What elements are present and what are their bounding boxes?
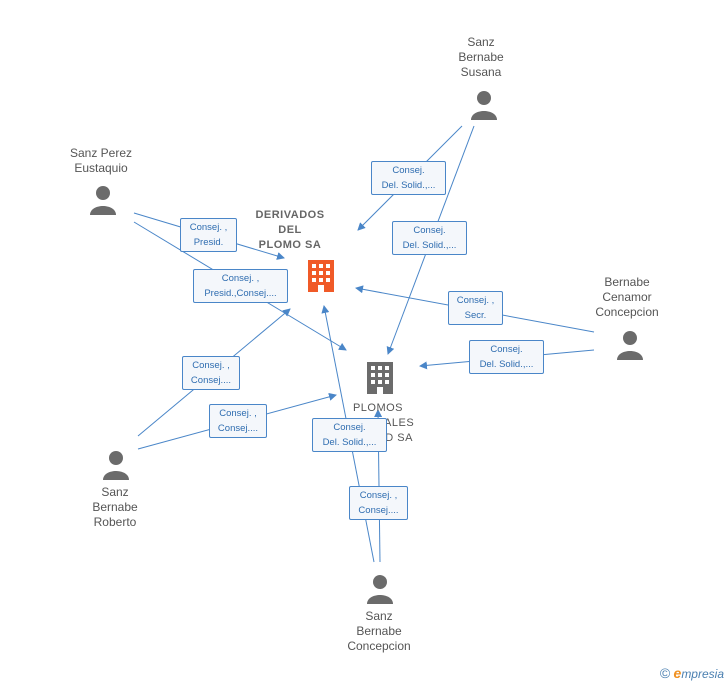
- person-icon[interactable]: [102, 450, 130, 480]
- edge-label[interactable]: Consej. Del. Solid.,...: [371, 161, 446, 195]
- person-name-line: Roberto: [93, 515, 137, 529]
- person-name-line: Sanz: [467, 35, 495, 49]
- edge-label-line: Del. Solid.,...: [322, 437, 377, 448]
- edge-label-line: Consej. ,: [456, 295, 495, 306]
- edge-label-line: Consej.: [333, 422, 366, 433]
- person-roberto-label[interactable]: Sanz Bernabe Roberto: [55, 485, 175, 530]
- edge-label[interactable]: Consej. , Presid.,Consej....: [193, 269, 288, 303]
- person-name-line: Eustaquio: [74, 161, 128, 175]
- edge-label-line: Secr.: [464, 310, 487, 321]
- edge-label-line: Presid.: [193, 237, 224, 248]
- edge-label-line: Consej.: [490, 344, 523, 355]
- person-susana-label[interactable]: Sanz Bernabe Susana: [421, 35, 541, 80]
- edge-label-line: Consej....: [358, 505, 399, 516]
- person-name-line: Concepcion: [595, 305, 659, 319]
- person-name-line: Bernabe: [92, 500, 138, 514]
- edge-label-line: Consej. ,: [359, 490, 398, 501]
- edge-label-line: Del. Solid.,...: [402, 240, 457, 251]
- edge-label[interactable]: Consej. , Consej....: [349, 486, 408, 520]
- brand-logo-e: e: [673, 665, 682, 681]
- edge-label-line: Consej. ,: [192, 360, 230, 371]
- edge-label-line: Consej. ,: [221, 273, 260, 284]
- edge-label-line: Presid.,Consej....: [204, 288, 277, 299]
- edge-label-line: Consej. ,: [189, 222, 228, 233]
- edge-label-line: Del. Solid.,...: [381, 180, 436, 191]
- company-name-line: PLOMO SA: [258, 239, 322, 251]
- edge-label-line: Consej....: [217, 423, 259, 434]
- building-icon[interactable]: [364, 360, 396, 396]
- person-name-line: Sanz Perez: [69, 146, 133, 160]
- person-icon[interactable]: [89, 185, 117, 215]
- edge-label[interactable]: Consej. , Secr.: [448, 291, 503, 325]
- person-name-line: Bernabe: [356, 624, 402, 638]
- company-name-line: DEL: [278, 224, 302, 236]
- person-icon[interactable]: [366, 574, 394, 604]
- person-name-line: Cenamor: [602, 290, 652, 304]
- building-icon[interactable]: [305, 258, 337, 294]
- person-name-line: Bernabe: [604, 275, 650, 289]
- person-icon[interactable]: [616, 330, 644, 360]
- person-name-line: Bernabe: [458, 50, 504, 64]
- company-name-line: DERIVADOS: [255, 209, 325, 221]
- edge-label-line: Consej....: [190, 375, 232, 386]
- brand-name: mpresia: [681, 667, 724, 681]
- edge-label-line: Consej.: [392, 165, 425, 176]
- person-name-line: Sanz: [101, 485, 129, 499]
- footer-brand[interactable]: © empresia: [660, 665, 724, 681]
- person-cenamor-label[interactable]: Bernabe Cenamor Concepcion: [567, 275, 687, 320]
- edge-label[interactable]: Consej. , Presid.: [180, 218, 237, 252]
- edge-label[interactable]: Consej. Del. Solid.,...: [469, 340, 544, 374]
- copyright-symbol: ©: [659, 665, 671, 681]
- person-name-line: Concepcion: [347, 639, 411, 653]
- person-icon[interactable]: [470, 90, 498, 120]
- edge-label-line: Consej.: [413, 225, 446, 236]
- company-name-line: PLOMOS: [352, 402, 404, 414]
- edge-label[interactable]: Consej. Del. Solid.,...: [312, 418, 387, 452]
- edge-label[interactable]: Consej. Del. Solid.,...: [392, 221, 467, 255]
- edge-label[interactable]: Consej. , Consej....: [182, 356, 240, 390]
- person-name-line: Sanz: [365, 609, 393, 623]
- edge-label[interactable]: Consej. , Consej....: [209, 404, 267, 438]
- person-concepcion-label[interactable]: Sanz Bernabe Concepcion: [319, 609, 439, 654]
- company-derivados-label[interactable]: DERIVADOS DEL PLOMO SA: [240, 208, 340, 253]
- edge-label-line: Consej. ,: [219, 408, 257, 419]
- person-name-line: Susana: [460, 65, 502, 79]
- edge-label-line: Del. Solid.,...: [479, 359, 534, 370]
- person-eustaquio-label[interactable]: Sanz Perez Eustaquio: [41, 146, 161, 176]
